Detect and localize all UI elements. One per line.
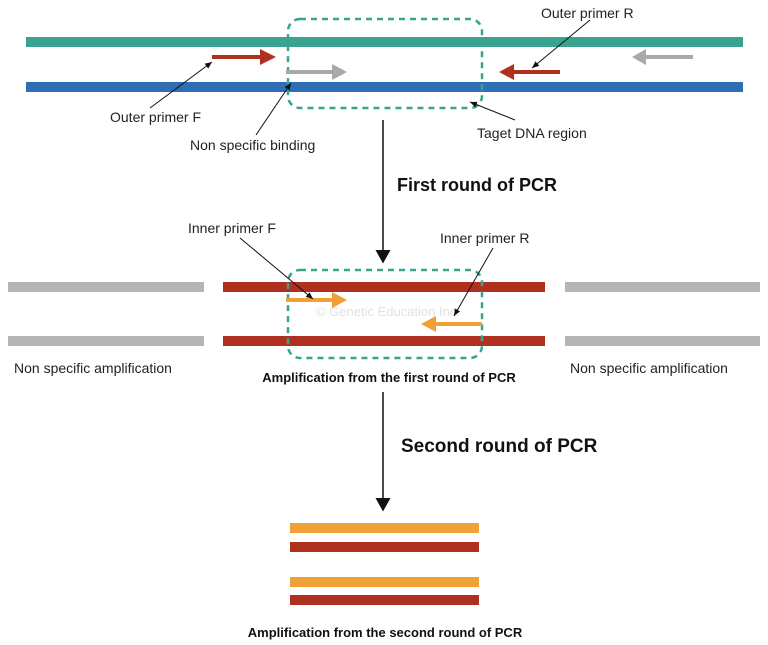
pointer-line [239, 237, 314, 300]
target-region-box [286, 268, 484, 360]
second-round-product-strand [290, 523, 479, 533]
inner-primer-f-arrow [286, 292, 347, 308]
second-round-label: Second round of PCR [401, 436, 598, 457]
watermark: © Genetic Education Inc. [316, 304, 460, 319]
non-specific-product-strand [565, 336, 760, 346]
inner-primer-r-label: Inner primer R [440, 230, 529, 246]
target-dna-region-box [286, 17, 484, 110]
non-specific-reverse-primer-arrow [632, 49, 693, 65]
pointer-line [453, 247, 494, 317]
outer-primer-r-arrow [499, 64, 560, 80]
template-strand-bottom [26, 82, 743, 92]
outer-primer-f-arrow [212, 49, 276, 65]
inner-primer-r-arrow [421, 316, 482, 332]
second-round-product-strand [290, 542, 479, 552]
non-specific-amplification-right-label: Non specific amplification [570, 360, 728, 376]
amplified-strand-top [223, 282, 545, 292]
second-round-result-label: Amplification from the second round of P… [248, 625, 523, 640]
non-specific-product-strand [8, 336, 204, 346]
non-specific-binding-label: Non specific binding [190, 137, 315, 153]
pointer-line [531, 19, 591, 69]
amplified-strand-bottom [223, 336, 545, 346]
target-region-label: Taget DNA region [477, 125, 587, 141]
non-specific-amplification-left-label: Non specific amplification [14, 360, 172, 376]
outer-primer-f-label: Outer primer F [110, 109, 201, 125]
second-round-product-strand [290, 595, 479, 605]
non-specific-primer-arrow [286, 64, 347, 80]
non-specific-product-strand [8, 282, 204, 292]
inner-primer-f-label: Inner primer F [188, 220, 276, 236]
first-round-label: First round of PCR [397, 175, 557, 195]
pointer-line [149, 61, 213, 109]
template-strand-top [26, 37, 743, 47]
pointer-line [255, 82, 292, 136]
outer-primer-r-label: Outer primer R [541, 5, 634, 21]
non-specific-product-strand [565, 282, 760, 292]
first-round-result-label: Amplification from the first round of PC… [262, 370, 516, 385]
pointer-line [469, 101, 516, 121]
second-round-product-strand [290, 577, 479, 587]
